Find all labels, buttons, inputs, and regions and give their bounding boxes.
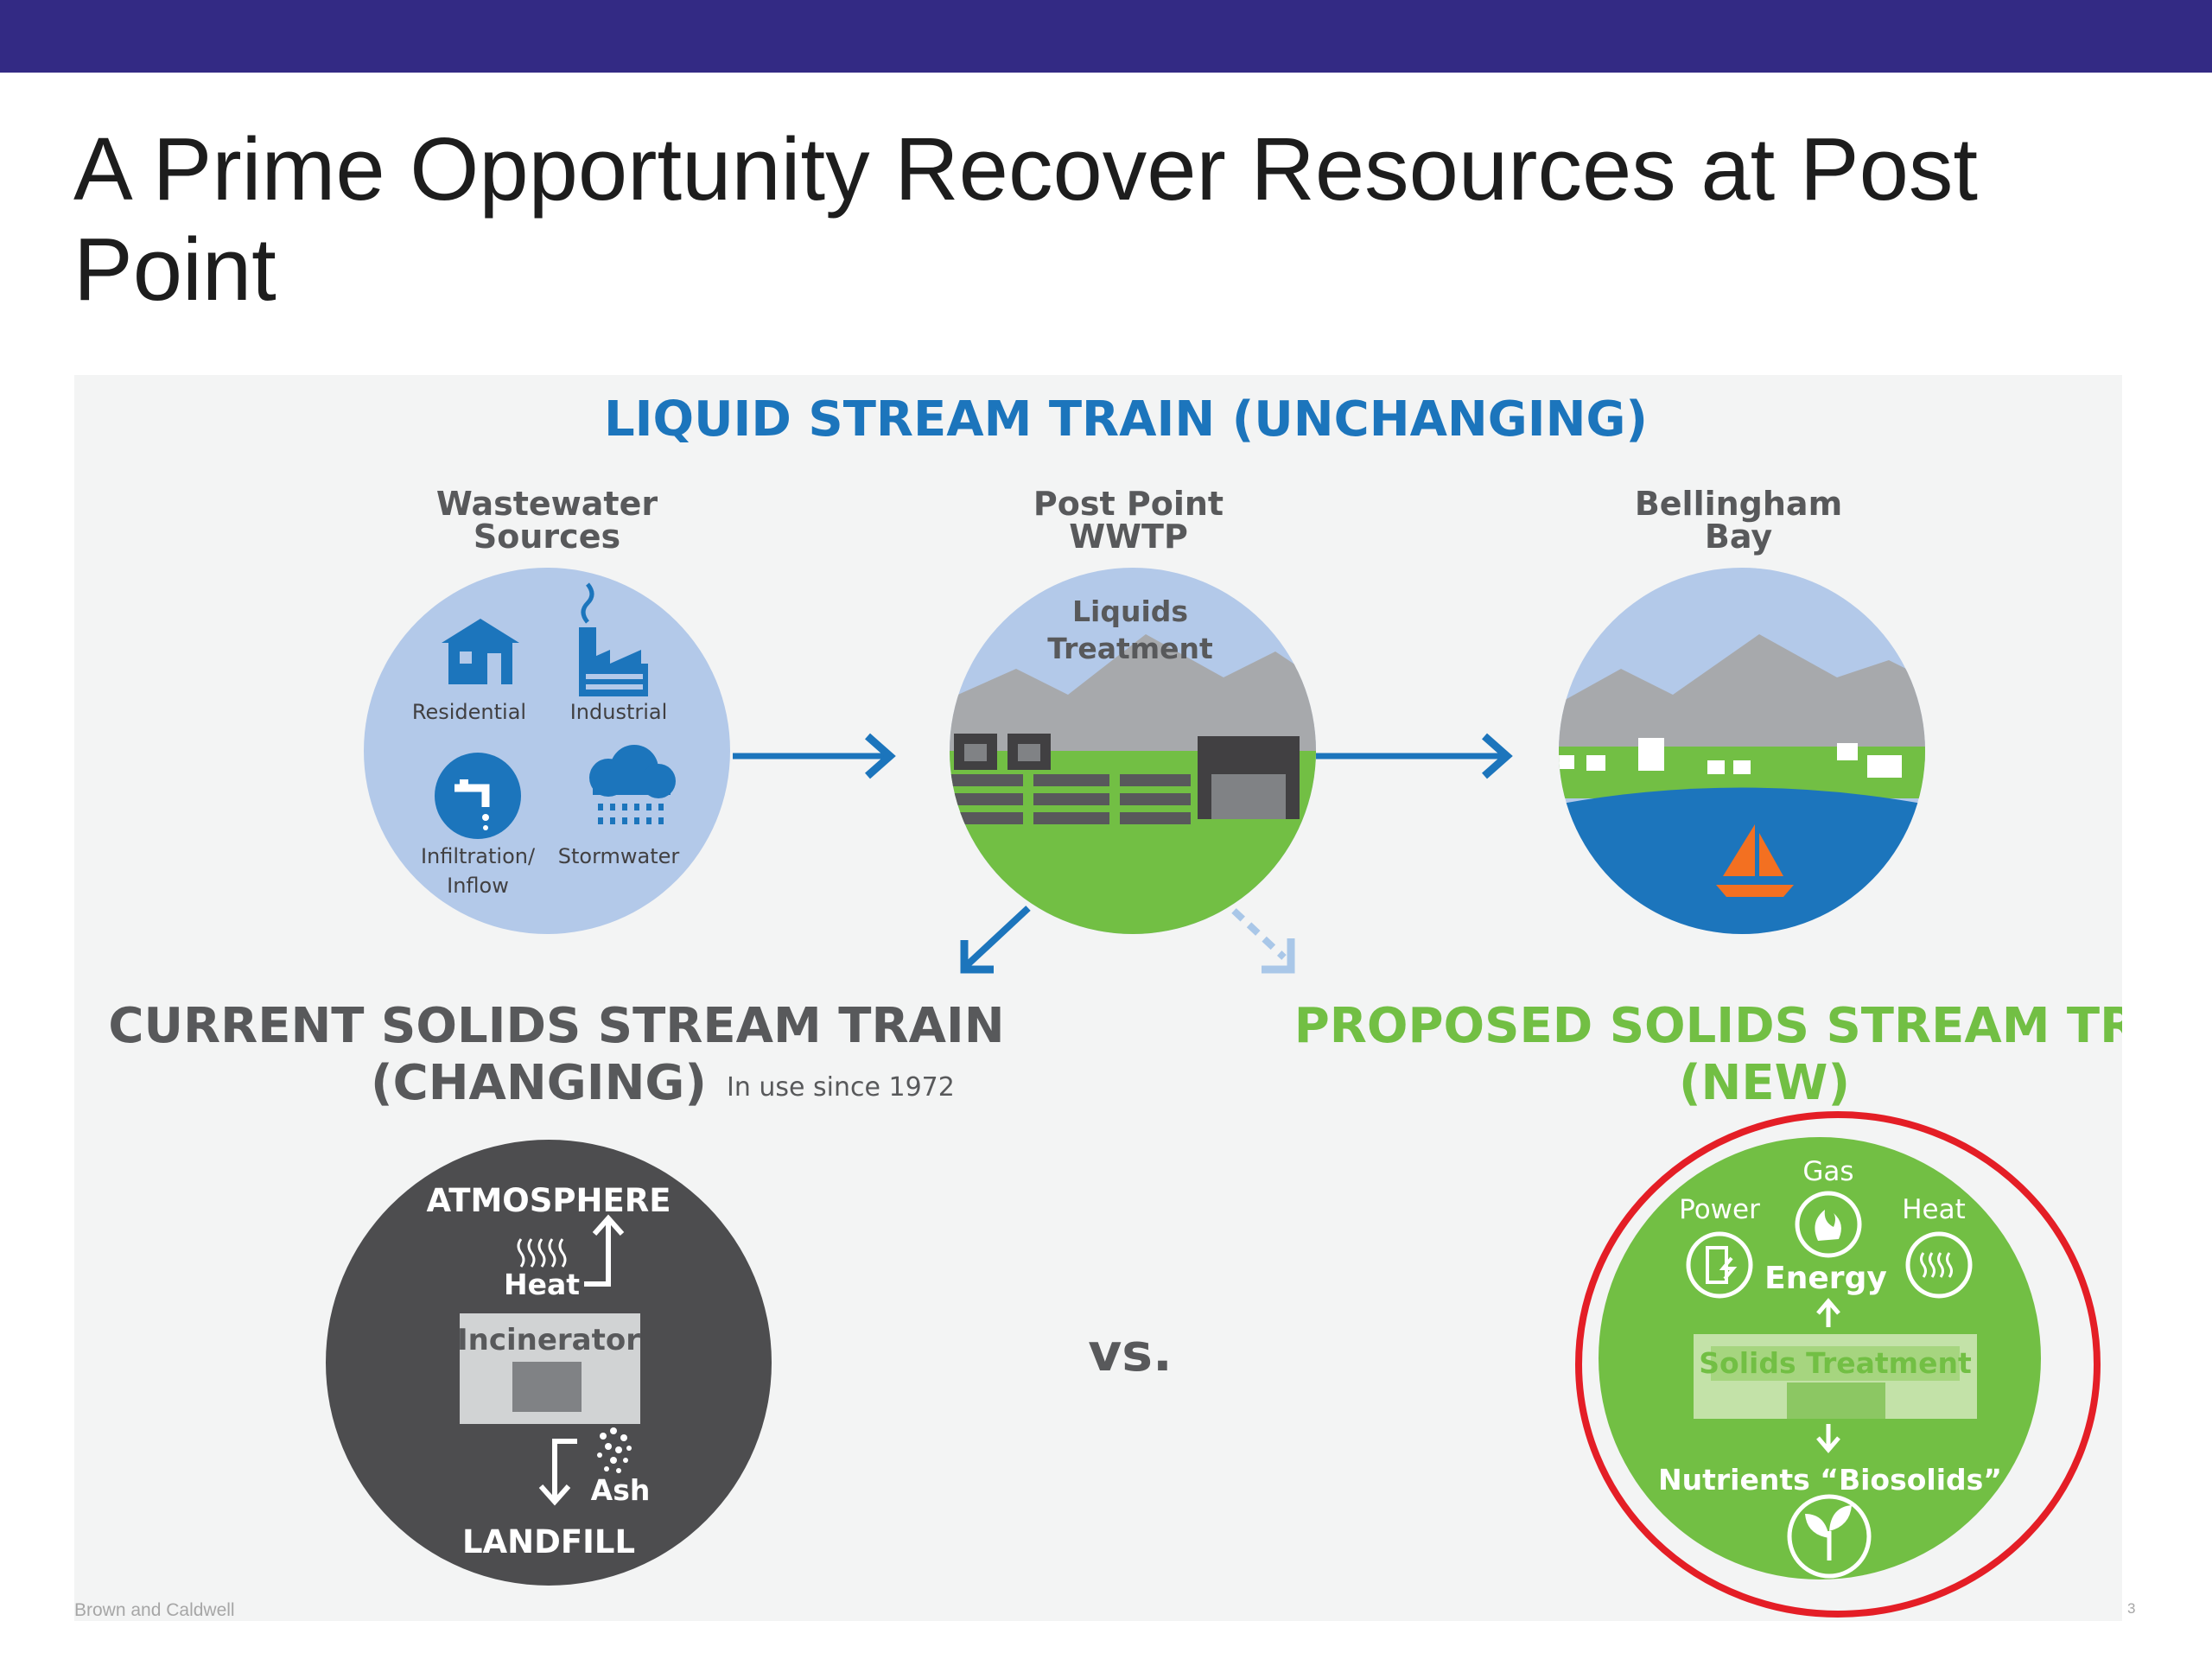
up-arrow-icon (584, 1214, 625, 1287)
slide-title: A Prime Opportunity Recover Resources at… (73, 119, 1978, 319)
gas-flame-icon (1795, 1191, 1862, 1258)
arrow-to-proposed-solids (1231, 908, 1295, 974)
liquids-treatment-line2: Treatment (1047, 632, 1213, 665)
infiltration-label-line1: Infiltration/ (421, 844, 536, 868)
incinerator-door (512, 1362, 582, 1412)
versus-label: vs. (1088, 1323, 1173, 1383)
bay-title-line1: Bellingham (1635, 485, 1842, 523)
arrow-to-bay (1316, 733, 1513, 779)
plant-sprout-icon (1787, 1494, 1872, 1579)
wwtp-group: Post Point WWTP Liquids Treatment (950, 485, 1316, 934)
heat-waves-icon (517, 1238, 567, 1268)
down-arrow-icon (538, 1439, 577, 1506)
faucet-icon (435, 753, 521, 839)
arrow-to-plant (733, 733, 896, 779)
highlight-ring (1575, 1111, 2101, 1618)
power-label: Power (1679, 1194, 1760, 1225)
infiltration-label-line2: Inflow (447, 874, 509, 898)
wwtp-circle (950, 568, 1316, 934)
page-number: 3 (2127, 1600, 2136, 1617)
proposed-solids-group: PROPOSED SOLIDS STREAM TRAIN (NEW) Gas P… (1294, 998, 2122, 1580)
industrial-label: Industrial (570, 700, 668, 724)
heat-label-proposed: Heat (1902, 1194, 1966, 1225)
house-icon (442, 619, 519, 684)
current-solids-group: CURRENT SOLIDS STREAM TRAIN (CHANGING) I… (108, 998, 1005, 1586)
up-arrow-small-icon (1816, 1298, 1840, 1327)
down-arrow-small-icon (1816, 1424, 1840, 1453)
ash-particles-icon (597, 1427, 632, 1473)
landfill-label: LANDFILL (462, 1523, 635, 1560)
sources-title-line1: Wastewater (436, 485, 658, 523)
ash-label: Ash (591, 1473, 651, 1507)
current-header-line1: CURRENT SOLIDS STREAM TRAIN (108, 998, 1004, 1054)
solids-treatment-door (1787, 1382, 1885, 1419)
factory-icon (579, 582, 648, 696)
solids-treatment-label-bg (1711, 1346, 1960, 1381)
liquids-treatment-line1: Liquids (1072, 594, 1188, 628)
current-in-use-note: In use since 1972 (727, 1072, 955, 1103)
solids-treatment-label: Solids Treatment (1699, 1346, 1972, 1380)
stormwater-label: Stormwater (558, 844, 680, 868)
current-header-line2: (CHANGING) (371, 1055, 707, 1111)
arrow-to-current-solids (960, 906, 1031, 974)
liquid-stream-header: LIQUID STREAM TRAIN (UNCHANGING) (604, 391, 1648, 448)
energy-label: Energy (1764, 1261, 1887, 1296)
rain-cloud-icon (589, 745, 676, 824)
nutrients-label: Nutrients “Biosolids” (1658, 1463, 2002, 1497)
top-banner (0, 0, 2212, 73)
incinerator-label: Incinerator (457, 1323, 640, 1357)
bay-title-line2: Bay (1705, 518, 1772, 556)
sources-circle (364, 568, 730, 934)
footer-company: Brown and Caldwell (74, 1600, 235, 1620)
atmosphere-label: ATMOSPHERE (426, 1182, 671, 1219)
power-icon (1686, 1231, 1753, 1299)
residential-label: Residential (412, 700, 526, 724)
sources-title-line2: Sources (474, 518, 620, 556)
wwtp-title-line1: Post Point (1033, 485, 1224, 523)
gas-label: Gas (1802, 1156, 1853, 1187)
wastewater-sources-group: Wastewater Sources Residential Industria… (364, 485, 730, 934)
resource-recovery-diagram: LIQUID STREAM TRAIN (UNCHANGING) Wastewa… (74, 375, 2122, 1621)
proposed-header-line2: (NEW) (1679, 1055, 1850, 1111)
heat-label: Heat (504, 1268, 580, 1301)
proposed-header-line1: PROPOSED SOLIDS STREAM TRAIN (1294, 998, 2122, 1054)
heat-icon (1905, 1231, 1973, 1299)
wwtp-title-line2: WWTP (1069, 518, 1188, 556)
